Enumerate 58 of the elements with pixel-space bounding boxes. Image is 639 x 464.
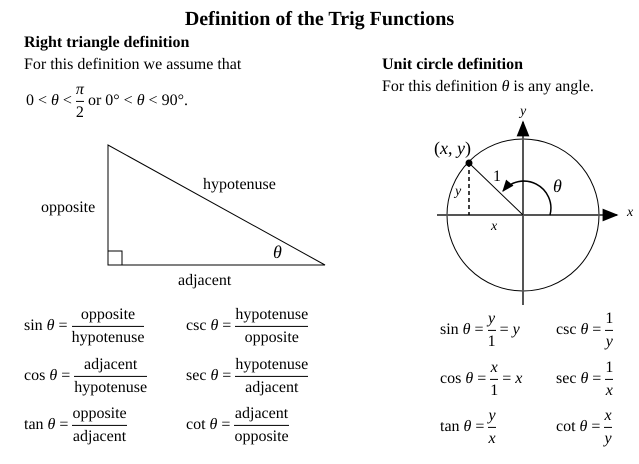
denominator: opposite bbox=[244, 328, 299, 346]
angle-label: θ bbox=[273, 243, 282, 263]
formula-term: or 0° < θ < 90°. bbox=[88, 92, 188, 110]
radius-label: 1 bbox=[493, 168, 501, 186]
formula-term: cot θ = bbox=[556, 418, 600, 436]
formula-term: sec θ = bbox=[186, 367, 232, 385]
numerator: adjacent bbox=[84, 356, 138, 374]
side-label: opposite bbox=[41, 199, 96, 217]
denominator: 1 bbox=[490, 382, 498, 400]
side-label: hypotenuse bbox=[203, 176, 276, 194]
numerator: 1 bbox=[605, 310, 614, 328]
side-label: y bbox=[455, 184, 462, 200]
formula-term: csc θ = bbox=[186, 317, 232, 335]
numerator: x bbox=[604, 406, 612, 424]
formula-term: sec θ = bbox=[556, 370, 602, 388]
formula-term: = y bbox=[500, 321, 520, 339]
denominator: y bbox=[606, 332, 613, 350]
numerator: hypotenuse bbox=[235, 356, 308, 374]
numerator: opposite bbox=[80, 306, 136, 324]
angle-label: θ bbox=[553, 177, 562, 197]
formula-term: cos θ = bbox=[440, 370, 486, 388]
formula-term: sin θ = bbox=[24, 317, 68, 335]
formula-term: tan θ = bbox=[440, 418, 484, 436]
numerator: adjacent bbox=[234, 404, 288, 422]
point-label: (x, y) bbox=[434, 139, 471, 159]
side-label: x bbox=[491, 219, 498, 234]
denominator: adjacent bbox=[72, 428, 126, 446]
denominator: x bbox=[488, 430, 496, 448]
formula-term: csc θ = bbox=[556, 321, 602, 339]
title: Definition of the Trig Functions bbox=[184, 8, 456, 30]
numerator: 1 bbox=[605, 358, 614, 376]
denominator: adjacent bbox=[245, 378, 298, 396]
numerator: opposite bbox=[72, 404, 127, 422]
description-text: For this definition we assume that bbox=[24, 56, 242, 74]
section-heading: Right triangle definition bbox=[24, 34, 190, 52]
denominator: opposite bbox=[234, 428, 289, 446]
numerator: y bbox=[488, 406, 496, 424]
denominator: 2 bbox=[76, 104, 84, 122]
axis-label: y bbox=[520, 104, 526, 120]
axis-label: x bbox=[627, 205, 634, 220]
numerator: hypotenuse bbox=[235, 306, 308, 324]
numerator: y bbox=[488, 310, 496, 328]
formula-term: = x bbox=[502, 370, 522, 388]
denominator: hypotenuse bbox=[72, 328, 144, 346]
formula-term: sin θ = bbox=[440, 321, 484, 339]
numerator: x bbox=[490, 358, 498, 376]
denominator: x bbox=[606, 382, 613, 400]
side-label: adjacent bbox=[178, 272, 232, 290]
denominator: y bbox=[604, 430, 612, 448]
numerator: π bbox=[76, 80, 84, 98]
formula-term: cos θ = bbox=[24, 367, 70, 385]
formula-term: cot θ = bbox=[186, 416, 230, 434]
formula-term: 0 < θ < bbox=[26, 92, 72, 110]
denominator: hypotenuse bbox=[74, 378, 148, 396]
formula-term: tan θ = bbox=[24, 416, 68, 434]
denominator: 1 bbox=[488, 332, 496, 350]
description-text: For this definition θ is any angle. bbox=[382, 78, 594, 96]
section-heading: Unit circle definition bbox=[382, 56, 524, 74]
